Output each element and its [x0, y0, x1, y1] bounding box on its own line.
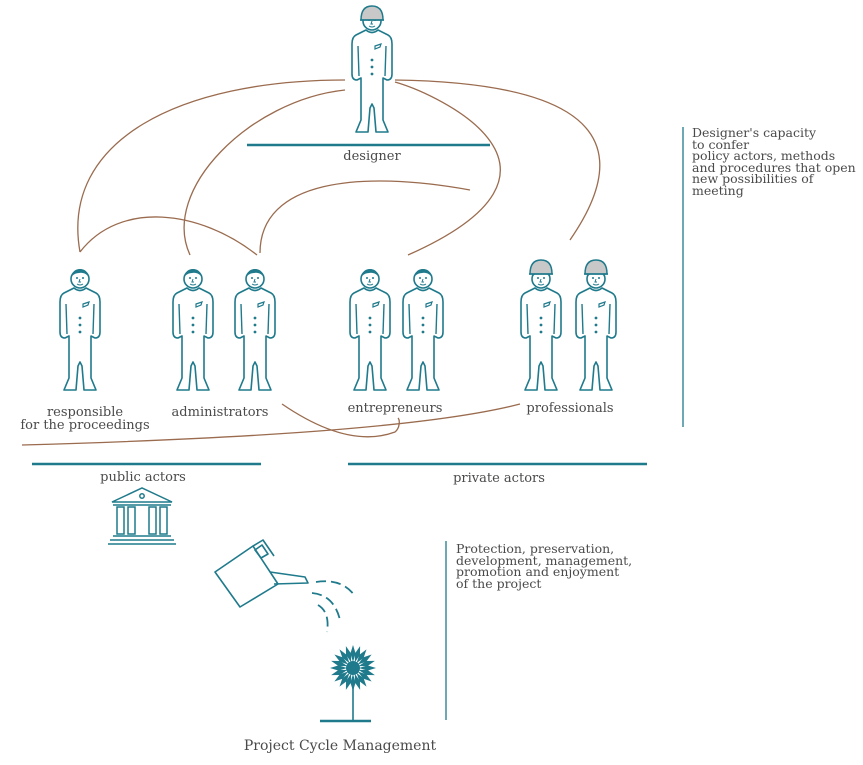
designer-label: designer: [343, 149, 401, 164]
flower-petal: [334, 671, 349, 682]
administrators-label: administrators: [171, 405, 269, 420]
flower-icon: [320, 645, 376, 723]
flower-petal: [331, 669, 348, 676]
flower-petal: [359, 665, 376, 671]
curve-designer-responsible: [77, 79, 346, 253]
flower-petal: [357, 654, 372, 665]
flower-petal: [357, 671, 372, 682]
professional-figure-2: [575, 259, 617, 391]
flower-petal: [331, 660, 348, 667]
designer-figure: [351, 5, 393, 133]
responsible-label: responsible for the proceedings: [20, 405, 150, 433]
flower-petal: [334, 654, 349, 665]
helmet-icon: [583, 259, 609, 275]
professionals-label: professionals: [526, 401, 614, 416]
helmet-icon: [359, 5, 385, 21]
pcm-label: Project Cycle Management: [243, 738, 437, 754]
curve-administrators-entrepreneurs: [259, 180, 471, 254]
entrepreneurs-label: entrepreneurs: [347, 401, 443, 416]
flower-petal: [345, 646, 352, 663]
professional-figure-1: [520, 259, 562, 391]
watering-can-icon: [214, 539, 309, 608]
flower-petal: [354, 673, 361, 690]
administrator-figure-2: [234, 268, 276, 391]
flower-petal: [339, 649, 350, 664]
flower-petal: [358, 669, 375, 676]
entrepreneur-figure-1: [349, 268, 391, 391]
curve-designer-professionals: [394, 79, 601, 241]
flower-petal: [356, 672, 367, 687]
flower-petal: [339, 672, 350, 687]
curve-public-private: [21, 403, 521, 446]
flower-petal: [358, 660, 375, 667]
flower-petal: [330, 665, 347, 671]
flower-petal: [350, 645, 356, 662]
entrepreneur-figure-2: [402, 268, 444, 391]
responsible-figure: [59, 268, 101, 391]
institution-building-icon: [108, 487, 176, 545]
connection-curves: [21, 79, 601, 446]
helmet-icon: [528, 259, 554, 275]
flower-petal: [354, 646, 361, 663]
curve-designer-administrators: [183, 89, 346, 256]
administrator-figure-1: [172, 268, 214, 391]
curve-responsible-administrators: [79, 216, 258, 256]
private-actors-label: private actors: [453, 471, 545, 486]
designer-capacity-note: Designer's capacity to confer policy act…: [692, 125, 856, 198]
curve-designer-entrepreneurs: [394, 81, 501, 256]
public-actors-label: public actors: [100, 470, 186, 485]
water-streams: [311, 580, 356, 633]
curve-administrators-entrepreneurs-bottom: [281, 403, 400, 438]
protection-note: Protection, preservation, development, m…: [456, 541, 633, 591]
flower-petal: [345, 673, 352, 690]
flower-petal: [356, 649, 367, 664]
